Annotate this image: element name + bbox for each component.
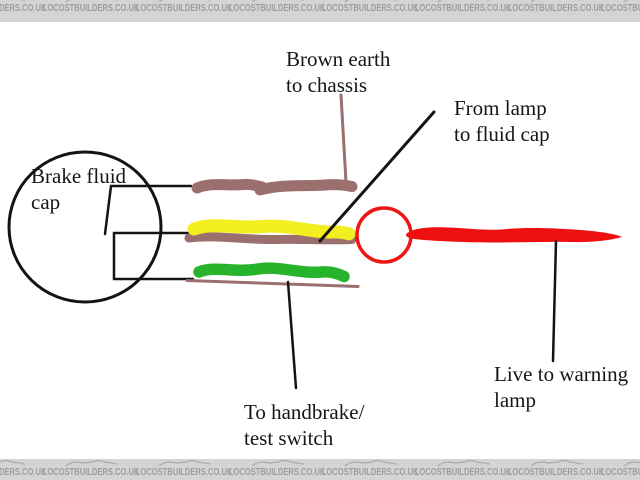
middle-wire-brown-strand: [184, 232, 357, 245]
watermark-unit: LOCOSTBUILDERS.CO.UK: [601, 0, 640, 15]
from-lamp-pointer-line: [318, 110, 436, 243]
watermark-track: LOCOSTBUILDERS.CO.UK LOCOSTBUILDERS.CO.U…: [0, 0, 640, 15]
watermark-unit: LOCOSTBUILDERS.CO.UK: [136, 459, 233, 479]
live-warning-lamp-label: Live to warning lamp: [494, 362, 629, 412]
watermark-unit: LOCOSTBUILDERS.CO.UK: [508, 0, 605, 15]
watermark-unit: LOCOSTBUILDERS.CO.UK: [136, 0, 233, 15]
watermark-text: LOCOSTBUILDERS.CO.UK: [43, 2, 140, 14]
handbrake-switch-label: To handbrake/ test switch: [244, 400, 365, 450]
watermark-unit: LOCOSTBUILDERS.CO.UK: [229, 459, 326, 479]
brown-earth-pointer-line: [339, 93, 348, 184]
car-silhouette-icon: [157, 459, 211, 467]
watermark-text: LOCOSTBUILDERS.CO.UK: [136, 466, 233, 478]
green-wire-brown-strand: [185, 279, 360, 288]
from-lamp-label: From lamp to fluid cap: [454, 96, 550, 146]
watermark-text: LOCOSTBUILDERS.CO.UK: [229, 2, 326, 14]
car-silhouette-icon: [622, 461, 640, 467]
brown-earth-wire: [191, 178, 268, 194]
car-silhouette-icon: [250, 459, 304, 467]
yellow-wire: [187, 219, 356, 241]
watermark-banner-bottom: LOCOSTBUILDERS.CO.UK LOCOSTBUILDERS.CO.U…: [0, 459, 640, 480]
watermark-unit: LOCOSTBUILDERS.CO.UK: [43, 0, 140, 15]
green-wire: [193, 262, 350, 283]
watermark-text: LOCOSTBUILDERS.CO.UK: [508, 466, 605, 478]
brown-earth-label: Brown earth to chassis: [286, 47, 391, 97]
watermark-unit: LOCOSTBUILDERS.CO.UK: [229, 0, 326, 15]
handbrake-pointer-line: [286, 280, 298, 390]
car-silhouette-icon: [64, 459, 118, 467]
watermark-unit: LOCOSTBUILDERS.CO.UK: [415, 0, 512, 15]
watermark-unit: LOCOSTBUILDERS.CO.UK: [322, 459, 419, 479]
car-silhouette-icon: [436, 459, 490, 467]
watermark-text: LOCOSTBUILDERS.CO.UK: [322, 2, 419, 14]
watermark-text: LOCOSTBUILDERS.CO.UK: [601, 2, 640, 14]
live-warning-pointer-line: [551, 239, 558, 363]
watermark-unit: LOCOSTBUILDERS.CO.UK: [601, 459, 640, 479]
watermark-text: LOCOSTBUILDERS.CO.UK: [415, 466, 512, 478]
watermark-text: LOCOSTBUILDERS.CO.UK: [601, 466, 640, 478]
lamp-connector-circle: [355, 206, 413, 264]
brake-fluid-cap-circle: [7, 150, 163, 304]
watermark-unit: LOCOSTBUILDERS.CO.UK: [0, 0, 47, 15]
brake-fluid-cap-label: Brake fluid cap: [31, 164, 127, 214]
watermark-unit: LOCOSTBUILDERS.CO.UK: [415, 459, 512, 479]
watermark-text: LOCOSTBUILDERS.CO.UK: [43, 466, 140, 478]
watermark-track: LOCOSTBUILDERS.CO.UK LOCOSTBUILDERS.CO.U…: [0, 459, 640, 479]
watermark-unit: LOCOSTBUILDERS.CO.UK: [43, 459, 140, 479]
watermark-text: LOCOSTBUILDERS.CO.UK: [229, 466, 326, 478]
watermark-text: LOCOSTBUILDERS.CO.UK: [0, 2, 47, 14]
red-live-wire: [406, 227, 622, 243]
watermark-text: LOCOSTBUILDERS.CO.UK: [322, 466, 419, 478]
watermark-text: LOCOSTBUILDERS.CO.UK: [415, 2, 512, 14]
watermark-banner-top: LOCOSTBUILDERS.CO.UK LOCOSTBUILDERS.CO.U…: [0, 0, 640, 22]
car-silhouette-icon: [0, 459, 25, 465]
car-silhouette-icon: [529, 459, 583, 467]
watermark-unit: LOCOSTBUILDERS.CO.UK: [0, 459, 47, 479]
watermark-unit: LOCOSTBUILDERS.CO.UK: [508, 459, 605, 479]
watermark-text: LOCOSTBUILDERS.CO.UK: [0, 466, 47, 478]
watermark-text: LOCOSTBUILDERS.CO.UK: [508, 2, 605, 14]
watermark-text: LOCOSTBUILDERS.CO.UK: [136, 2, 233, 14]
watermark-unit: LOCOSTBUILDERS.CO.UK: [322, 0, 419, 15]
brown-earth-wire: [254, 179, 358, 196]
car-silhouette-icon: [343, 459, 397, 467]
cap-connector-lines: [103, 184, 195, 281]
